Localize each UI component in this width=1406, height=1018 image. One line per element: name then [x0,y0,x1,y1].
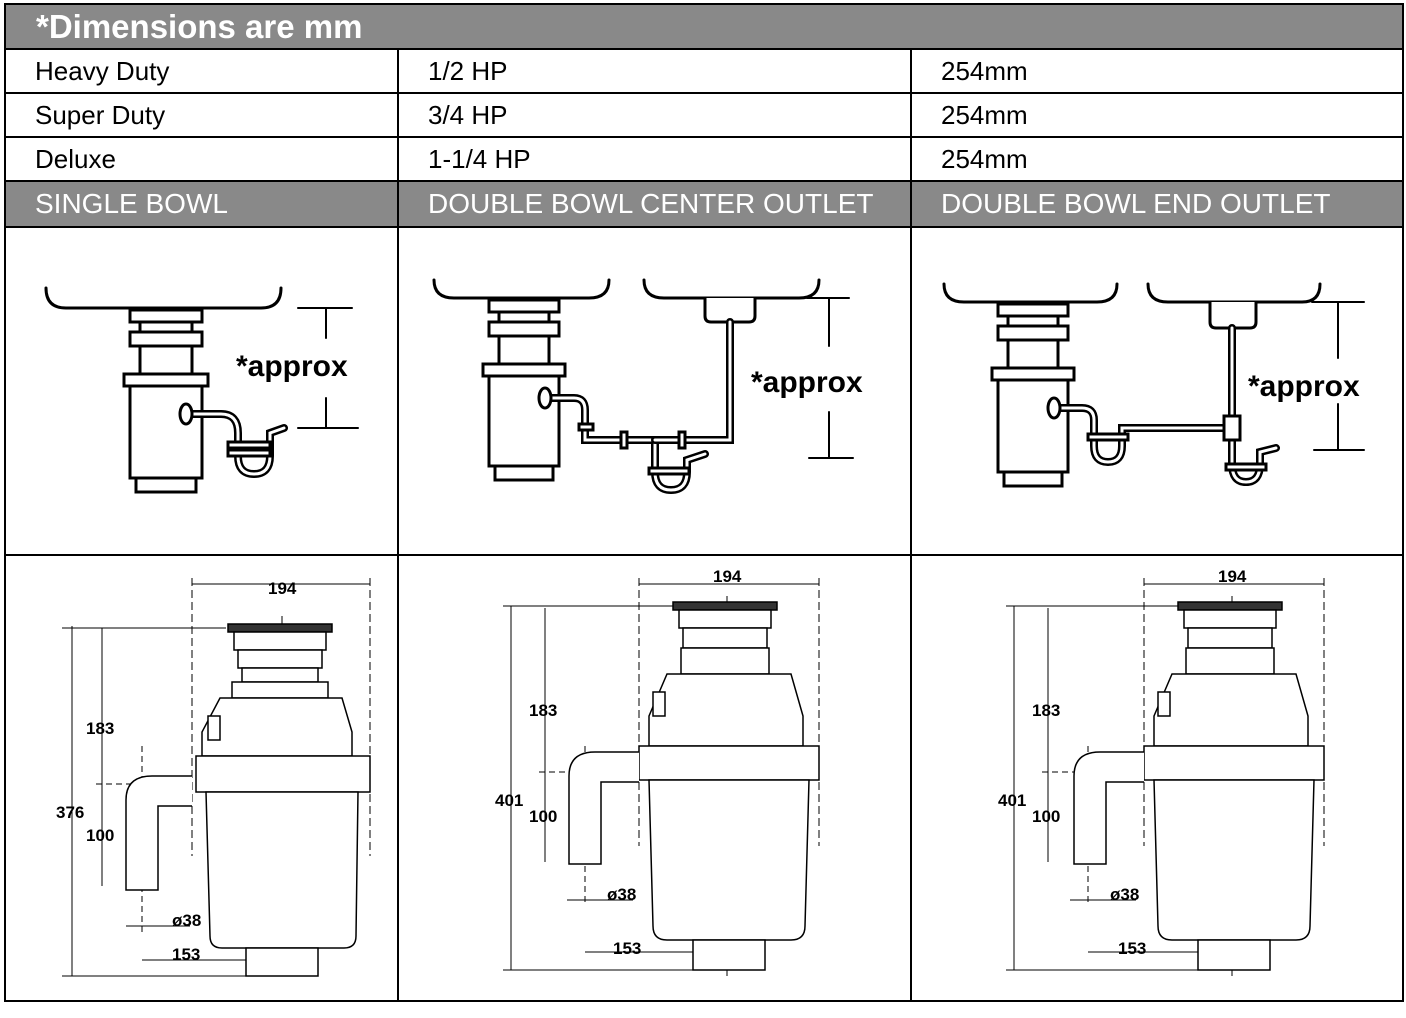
dimension-drawing-row: 194 183 376 100 ø38 153 [4,554,1405,1002]
dim-upper: 183 [529,701,557,720]
dim-total: 401 [495,791,523,810]
model-name: Super Duty [4,92,399,138]
motor-ring [1143,745,1325,781]
double-end-diagram-cell: *approx [909,226,1405,556]
table-row: Deluxe 1-1/4 HP 254mm [4,136,1405,182]
motor-power: 1/2 HP [397,48,912,94]
sink-size: 254mm [909,136,1405,182]
dim-outlet-diameter: ø38 [607,885,636,904]
table-title: *Dimensions are mm [3,3,1405,50]
flange-top [1177,601,1283,611]
disposer-body [128,384,204,480]
single-bowl-drawing: 194 183 376 100 ø38 153 [56,578,371,977]
dim-outlet-offset: 153 [172,945,200,964]
grinding-chamber [648,779,810,941]
outlet-elbow [1073,751,1144,865]
double-center-diagram: *approx [432,278,863,495]
dim-total: 376 [56,803,84,822]
drain-basket [1208,300,1258,330]
outlet-elbow [568,751,639,865]
layout-double-end: DOUBLE BOWL END OUTLET [909,180,1405,228]
model-name: Deluxe [4,136,399,182]
single-bowl-diagram: *approx [44,286,359,494]
motor-upper [648,673,804,747]
double-end-diagram: *approx [942,282,1365,488]
motor-power: 3/4 HP [397,92,912,138]
dim-width: 194 [713,567,742,586]
double-end-drawing: 194 183 401 100 ø38 153 [998,567,1325,976]
model-name: Heavy Duty [4,48,399,94]
table-row: Heavy Duty 1/2 HP 254mm [4,48,1405,94]
layout-double-center: DOUBLE BOWL CENTER OUTLET [397,180,912,228]
sink-outline [44,286,283,310]
title-row: *Dimensions are mm [3,3,1405,50]
disposer-body [996,378,1070,474]
dim-upper: 183 [86,719,114,738]
double-end-drawing-cell: 194 183 401 100 ø38 153 [909,554,1405,1002]
sink-size: 254mm [909,48,1405,94]
dim-width: 194 [268,579,297,598]
install-diagram-row: *approx [4,226,1405,556]
flange-top [672,601,778,611]
motor-ring [638,745,820,781]
dim-outlet-height: 100 [529,807,557,826]
outlet-elbow [125,775,192,891]
flange-top [227,623,333,633]
sink-outline-right [642,278,821,300]
sink-outline-left [942,282,1119,304]
motor-ring [195,755,371,793]
motor-upper [201,697,353,757]
flange [128,308,204,324]
dimensions-table: *Dimensions are mm Heavy Duty 1/2 HP 254… [3,3,1405,1002]
double-center-drawing: 194 183 401 100 ø38 153 [495,567,820,976]
single-bowl-diagram-cell: *approx [4,226,399,556]
dim-outlet-height: 100 [1032,807,1060,826]
approx-label: *approx [751,366,863,399]
approx-label: *approx [236,350,348,383]
dim-outlet-offset: 153 [1118,939,1146,958]
dim-outlet-offset: 153 [613,939,641,958]
dim-upper: 183 [1032,701,1060,720]
sink-outline-left [432,278,611,300]
dim-outlet-diameter: ø38 [172,911,201,930]
layout-header-row: SINGLE BOWL DOUBLE BOWL CENTER OUTLET DO… [4,180,1405,228]
dim-outlet-height: 100 [86,826,114,845]
double-center-diagram-cell: *approx [397,226,912,556]
sink-outline-right [1146,282,1322,304]
dim-total: 401 [998,791,1026,810]
drain-pipe [1048,404,1236,467]
approx-label: *approx [1248,370,1360,403]
dim-outlet-diameter: ø38 [1110,885,1139,904]
dim-width: 194 [1218,567,1247,586]
layout-single-bowl: SINGLE BOWL [4,180,399,228]
table-row: Super Duty 3/4 HP 254mm [4,92,1405,138]
motor-upper [1153,673,1309,747]
motor-power: 1-1/4 HP [397,136,912,182]
grinding-chamber [1153,779,1315,941]
grinding-chamber [205,791,359,949]
sink-size: 254mm [909,92,1405,138]
double-center-drawing-cell: 194 183 401 100 ø38 153 [397,554,912,1002]
single-bowl-drawing-cell: 194 183 376 100 ø38 153 [4,554,399,1002]
